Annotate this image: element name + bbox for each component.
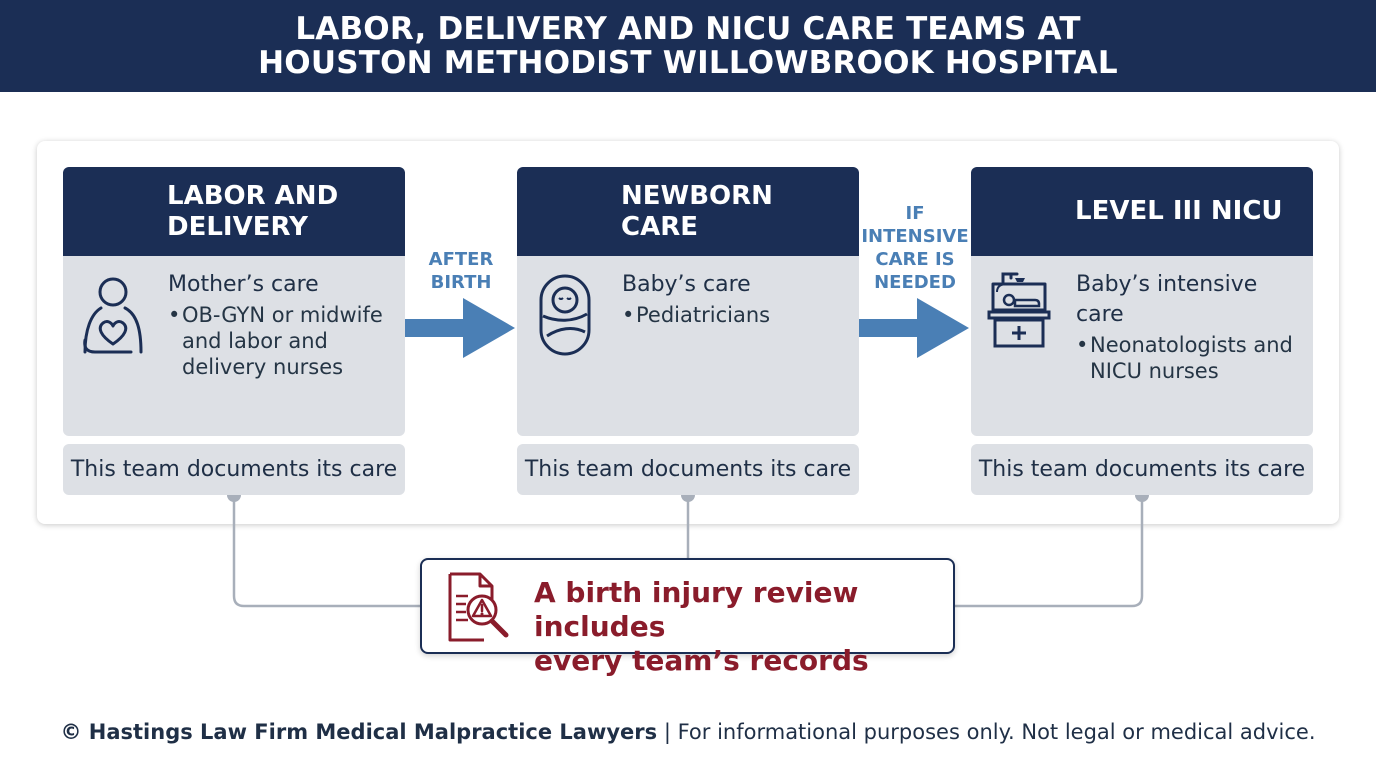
page-title-line-2: HOUSTON METHODIST WILLOWBROOK HOSPITAL: [258, 45, 1118, 81]
stage-header: LABOR AND DELIVERY: [63, 167, 405, 256]
stage-card-newborn-care: NEWBORN CARE Baby’s care Pediatricians: [517, 167, 859, 436]
stage-title-line-1: NEWBORN: [621, 180, 773, 211]
stage-text: Baby’s care Pediatricians: [622, 270, 851, 328]
stage-title-line-2: CARE: [621, 211, 698, 242]
stage-team-line-3: delivery nurses: [182, 355, 344, 379]
swaddled-baby-icon: [539, 274, 591, 356]
stage-body: Baby’s intensive care Neonatologists and…: [971, 256, 1313, 436]
stage-subtitle: Mother’s care: [168, 272, 319, 297]
stage-team-line-1: Pediatricians: [636, 303, 771, 327]
stage-header: LEVEL III NICU: [971, 167, 1313, 256]
review-line-2: every team’s records: [534, 644, 869, 677]
stage-title-line-1: LEVEL III NICU: [1075, 196, 1283, 226]
birth-injury-review-callout: A birth injury review includes every tea…: [420, 558, 955, 677]
stage-team-line-1: OB-GYN or midwife: [182, 303, 383, 327]
transition-label-intensive-care: IF INTENSIVE CARE IS NEEDED: [857, 202, 973, 294]
documents-bar-labor: This team documents its care: [63, 444, 405, 495]
stage-body: Mother’s care OB-GYN or midwife and labo…: [63, 256, 405, 436]
connector-nicu: [955, 496, 1144, 608]
stage-card-labor-delivery: LABOR AND DELIVERY Mother’s care OB-GYN …: [63, 167, 405, 436]
incubator-icon: [987, 272, 1051, 348]
stage-body: Baby’s care Pediatricians: [517, 256, 859, 436]
right-arrow-icon: [859, 298, 969, 358]
review-line-1: A birth injury review includes: [534, 576, 859, 643]
stage-header: NEWBORN CARE: [517, 167, 859, 256]
footer-firm: © Hastings Law Firm Medical Malpractice …: [60, 720, 658, 744]
page-header: LABOR, DELIVERY AND NICU CARE TEAMS AT H…: [0, 0, 1376, 92]
review-message: A birth injury review includes every tea…: [534, 576, 944, 678]
page-title-line-1: LABOR, DELIVERY AND NICU CARE TEAMS AT: [295, 11, 1081, 47]
document-warning-magnifier-icon: [448, 572, 509, 642]
documents-bar-nicu: This team documents its care: [971, 444, 1313, 495]
footer-disclaimer: For informational purposes only. Not leg…: [677, 720, 1316, 744]
transition-label-after-birth: AFTER BIRTH: [411, 248, 511, 294]
stage-team-item: Pediatricians: [622, 302, 851, 328]
right-arrow-icon: [405, 298, 515, 358]
stage-title-line-1: LABOR AND: [167, 180, 339, 211]
transition-line-3: CARE IS: [875, 249, 955, 270]
stage-team-item: OB-GYN or midwife and labor and delivery…: [168, 302, 397, 380]
stage-subtitle: Baby’s intensive care: [1076, 272, 1258, 327]
footer-separator: |: [657, 720, 678, 744]
stage-card-level-iii-nicu: LEVEL III NICU Baby’s intensive care Neo…: [971, 167, 1313, 436]
stage-team-line-2: NICU nurses: [1090, 359, 1219, 383]
documents-bar-newborn: This team documents its care: [517, 444, 859, 495]
transition-line-2: INTENSIVE: [861, 226, 969, 247]
transition-line-1: IF: [905, 203, 925, 224]
footer-credit: © Hastings Law Firm Medical Malpractice …: [0, 720, 1376, 744]
stage-text: Mother’s care OB-GYN or midwife and labo…: [168, 270, 397, 380]
stage-text: Baby’s intensive care Neonatologists and…: [1076, 270, 1305, 384]
stage-team-line-1: Neonatologists and: [1090, 333, 1293, 357]
connector-labor: [232, 496, 421, 608]
transition-line-1: AFTER: [428, 249, 494, 270]
mother-heart-icon: [83, 277, 143, 354]
stage-subtitle: Baby’s care: [622, 272, 751, 297]
stage-team-line-2: and labor and: [182, 329, 328, 353]
transition-line-4: NEEDED: [874, 272, 956, 293]
stage-team-item: Neonatologists and NICU nurses: [1076, 332, 1305, 384]
transition-line-2: BIRTH: [430, 272, 492, 293]
stage-title-line-2: DELIVERY: [167, 211, 308, 242]
